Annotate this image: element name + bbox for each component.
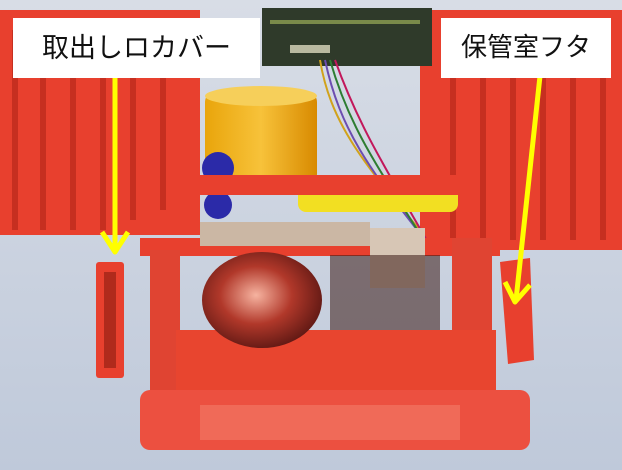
motor-coil: [202, 252, 322, 348]
arrow-down-icon: [99, 76, 131, 255]
circuit-board: [262, 8, 432, 66]
storage-lid-label: 保管室フタ: [441, 18, 611, 78]
beige-plate: [200, 222, 370, 246]
dispense-cover-label: 取出しロカバー: [13, 18, 260, 78]
yellow-tank: [205, 92, 317, 184]
arrow-down-icon: [502, 75, 543, 305]
red-chassis: [140, 175, 530, 450]
